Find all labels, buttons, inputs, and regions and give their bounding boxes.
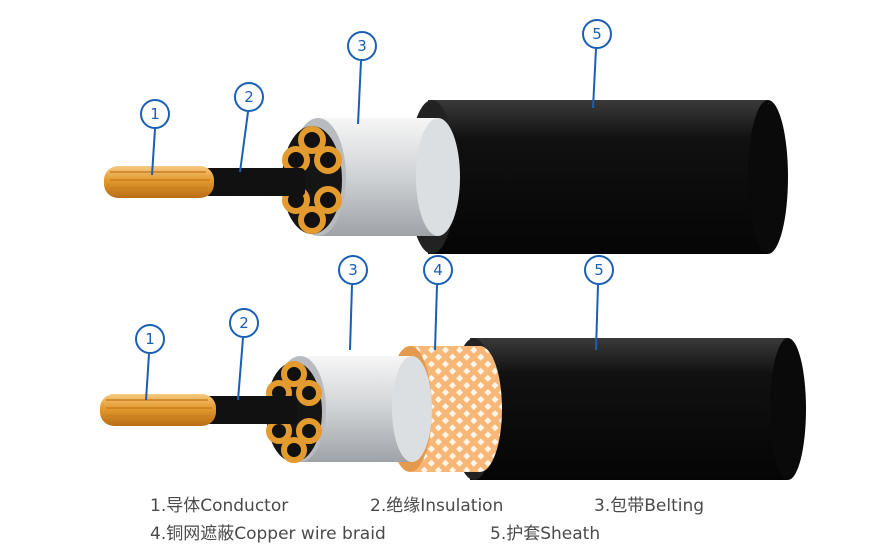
callout-top-1: 1 [140,99,170,176]
callout-top-3-label: 3 [357,37,367,55]
callout-top-5-label: 5 [592,25,602,43]
top-core-bundle [282,126,342,234]
callout-bottom-4-label: 4 [433,261,443,279]
callout-bottom-1-label: 1 [145,330,155,348]
bottom-sheath [452,338,806,480]
legend-copper-braid: 4.铜网遮蔽Copper wire braid [150,524,386,544]
bottom-cable [100,338,806,480]
callout-bottom-3-label: 3 [348,261,358,279]
callout-bottom-1: 1 [135,324,165,401]
callout-bottom-3: 3 [338,255,368,351]
top-conductor [104,166,214,198]
legend-sheath: 5.护套Sheath [490,524,601,544]
top-core-insulation [205,168,305,196]
callout-top-5: 5 [582,19,612,109]
callout-top-2: 2 [234,82,264,173]
callout-bottom-5: 5 [584,255,614,351]
legend-row-2: 4.铜网遮蔽Copper wire braid 5.护套Sheath [150,520,830,548]
callout-top-1-label: 1 [150,105,160,123]
legend-row-1: 1.导体Conductor 2.绝缘Insulation 3.包带Belting [150,492,830,520]
top-sheath [408,100,788,254]
callout-bottom-5-label: 5 [594,261,604,279]
bottom-core-insulation [205,396,297,424]
callout-bottom-2: 2 [229,308,259,401]
legend: 1.导体Conductor 2.绝缘Insulation 3.包带Belting… [150,492,830,548]
legend-insulation: 2.绝缘Insulation [370,496,504,516]
callout-top-2-label: 2 [244,88,254,106]
bottom-conductor [100,394,216,426]
legend-belting: 3.包带Belting [594,496,705,516]
callout-top-3: 3 [347,31,377,125]
callout-bottom-2-label: 2 [239,314,249,332]
legend-conductor: 1.导体Conductor [150,496,289,516]
top-cable [104,100,788,254]
callout-bottom-4: 4 [423,255,453,351]
callouts: 1 2 3 5 1 2 3 [135,19,614,401]
